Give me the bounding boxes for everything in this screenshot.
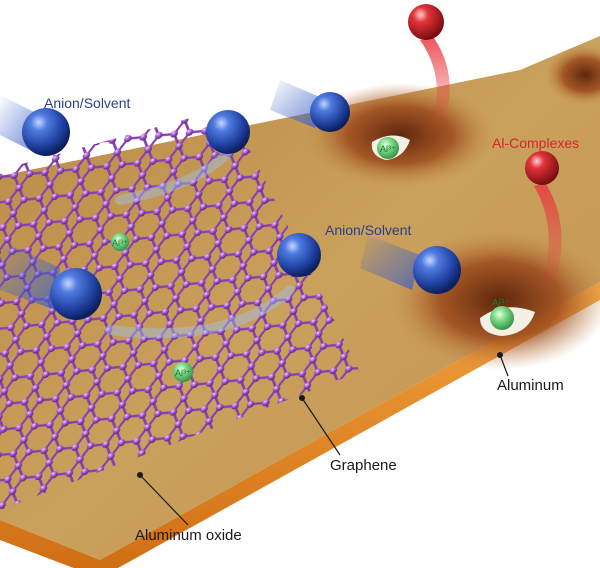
leader-graphene xyxy=(301,397,341,456)
al-ion-pit-bottom xyxy=(490,306,514,330)
al-ion-label-2: Al³⁺ xyxy=(175,368,191,378)
leader-aluminum-oxide xyxy=(139,474,189,526)
label-anion-solvent-right: Anion/Solvent xyxy=(325,222,412,238)
label-graphene: Graphene xyxy=(330,457,397,474)
al-ion-label-3: Al³⁺ xyxy=(380,144,396,154)
al-ions xyxy=(111,137,514,382)
label-anion-solvent-left: Anion/Solvent xyxy=(44,95,131,111)
anion-ball-graphene-lower xyxy=(50,268,102,320)
label-al-complexes: Al-Complexes xyxy=(492,135,580,151)
anion-ball-graphene-top xyxy=(206,110,250,154)
anion-ball-mid xyxy=(310,92,350,132)
corrosion-pit-edge xyxy=(545,45,600,105)
anion-ball-right xyxy=(413,246,461,294)
anion-trail-mid xyxy=(270,80,322,128)
anion-ball-left xyxy=(22,108,70,156)
al-ion-label-1: Al³⁺ xyxy=(112,238,128,248)
anion-trail-right xyxy=(360,235,420,290)
al-complexes xyxy=(408,4,562,292)
al-complex-ball-top xyxy=(408,4,444,40)
anion-ball-graphene-right xyxy=(277,233,321,277)
label-aluminum: Aluminum xyxy=(497,377,564,394)
al-complex-trail-bottom xyxy=(534,184,562,292)
anion-balls xyxy=(22,92,461,320)
corrosion-pit-top xyxy=(305,83,495,187)
al-complex-ball-bottom xyxy=(525,151,559,185)
anion-bounce-arc-2 xyxy=(105,285,295,339)
plate-back-strip xyxy=(0,10,600,150)
al-ion-pit-top xyxy=(377,137,399,159)
anion-trail-graphene xyxy=(0,240,60,310)
anion-bounce-arc-1 xyxy=(115,145,235,205)
label-aluminum-oxide: Aluminum oxide xyxy=(135,527,242,544)
al-ion-graphene-lower xyxy=(173,362,193,382)
al-complex-trail-top xyxy=(420,38,450,132)
leader-aluminum xyxy=(499,354,509,377)
al-ion-label-4: Al³⁺ xyxy=(492,298,510,309)
al-ion-graphene-upper xyxy=(111,233,129,251)
leader-lines xyxy=(137,352,509,526)
